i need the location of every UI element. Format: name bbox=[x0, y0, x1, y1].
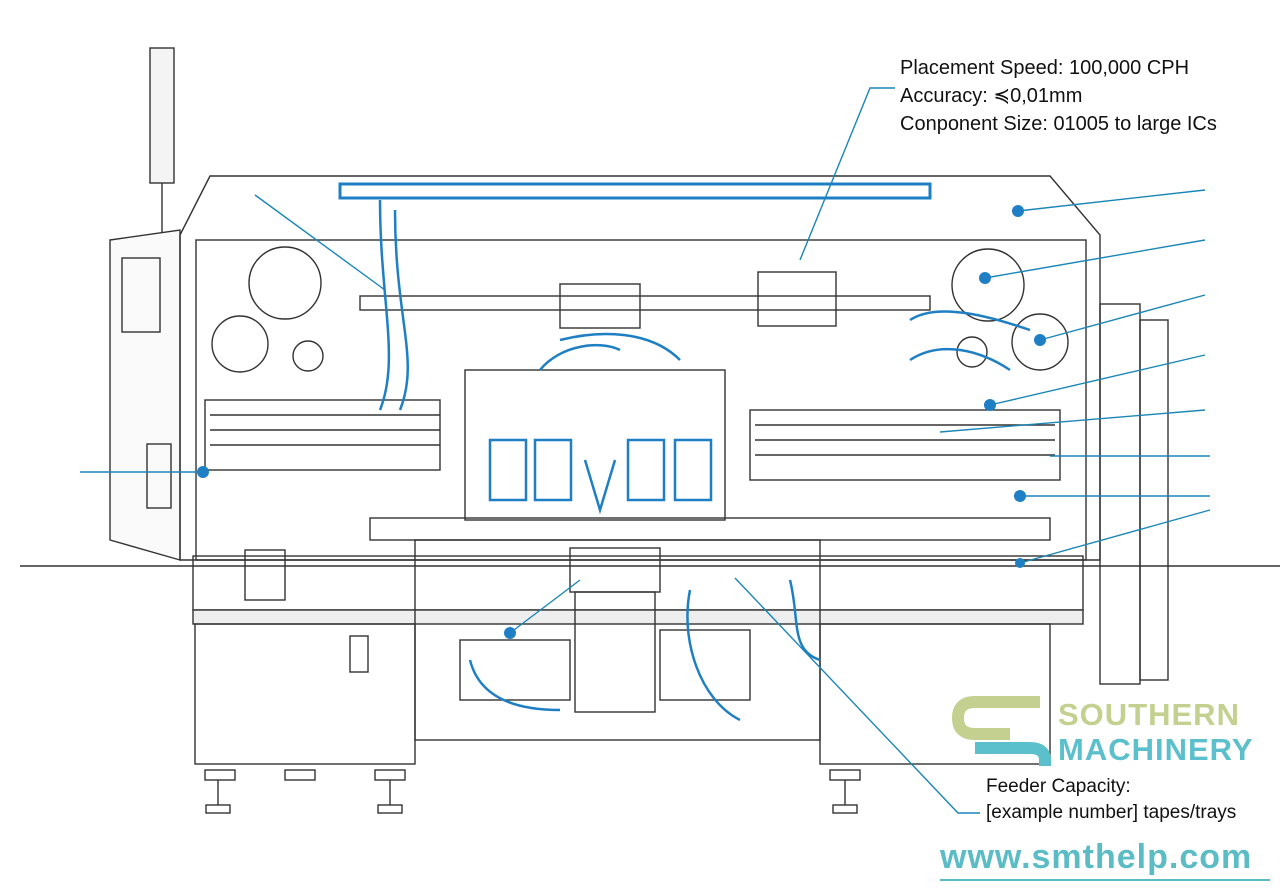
component-size-label: Conponent Size: 01005 to large ICs bbox=[900, 113, 1217, 135]
placement-speed-label: Placement Speed: 100,000 CPH bbox=[900, 57, 1190, 79]
brand-logo-mark bbox=[951, 696, 1051, 766]
machine-outline bbox=[20, 47, 1280, 814]
feeder-capacity-callout: Feeder Capacity: [example number] tapes/… bbox=[986, 774, 1236, 826]
accuracy-label: Accuracy: ≼0,01mm bbox=[900, 85, 1083, 107]
cable-harness bbox=[378, 199, 1031, 722]
spec-callout: Placement Speed: 100,000 CPH Accuracy: ≼… bbox=[900, 54, 1217, 138]
website-watermark: www.smthelp.com bbox=[940, 838, 1253, 876]
feeder-capacity-value: [example number] tapes/trays bbox=[986, 802, 1237, 823]
brand-name-line1: SOUTHERN bbox=[1058, 697, 1240, 732]
callout-lines bbox=[80, 87, 1211, 814]
callout-dots bbox=[197, 205, 1046, 639]
brand-name-line2: MACHINERY bbox=[1058, 732, 1254, 767]
feeder-capacity-title: Feeder Capacity: bbox=[986, 776, 1131, 797]
